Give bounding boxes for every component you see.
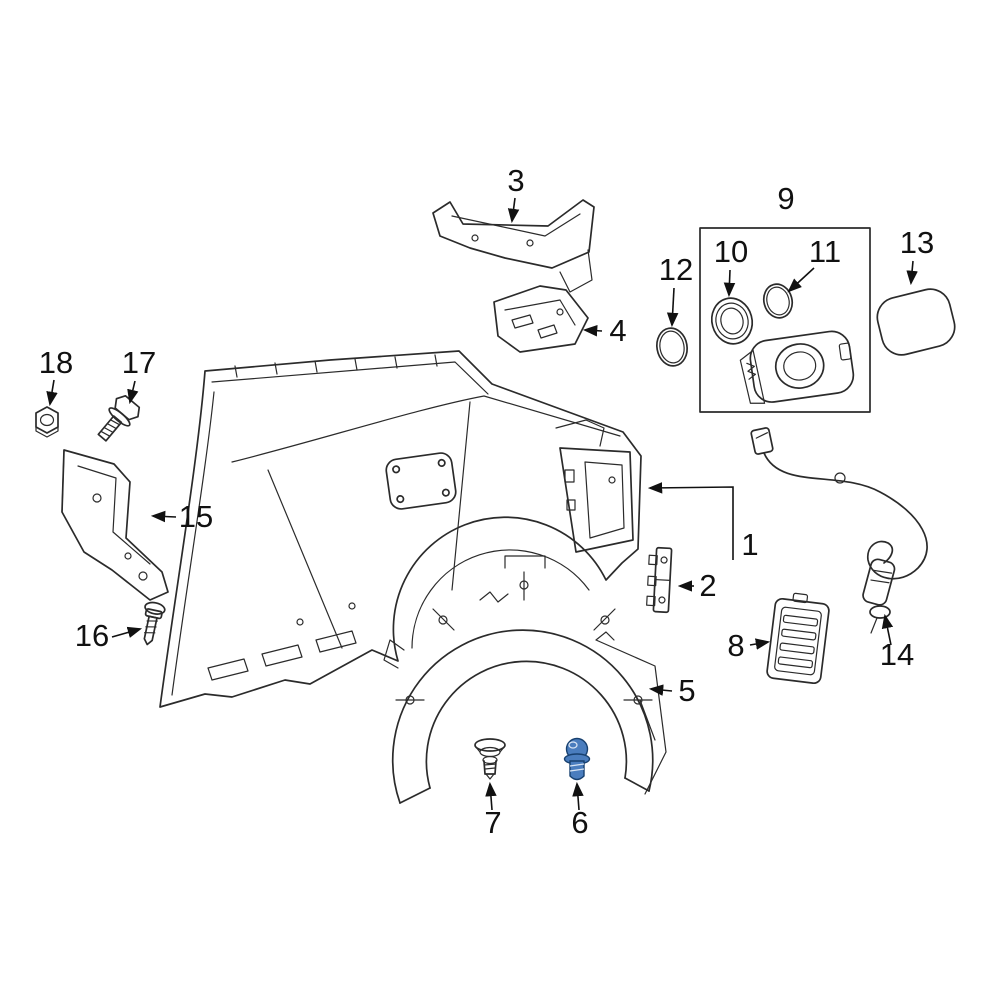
seal-ring-icon — [656, 327, 688, 367]
wheelhouse-liner-icon — [383, 555, 667, 804]
part-label-17: 17 — [122, 345, 156, 380]
leader-16 — [111, 626, 143, 638]
part-label-10: 10 — [714, 234, 748, 269]
extension-panel-icon — [493, 285, 589, 353]
grommet-icon — [710, 297, 754, 345]
leader-10 — [723, 269, 736, 298]
part-label-9: 9 — [777, 181, 794, 216]
part-label-12: 12 — [659, 252, 693, 287]
leader-18 — [46, 379, 58, 407]
part-label-7: 7 — [484, 805, 501, 840]
part-label-5: 5 — [678, 673, 695, 708]
part-label-3: 3 — [507, 163, 524, 198]
leader-12 — [666, 287, 679, 328]
part-label-15: 15 — [179, 499, 213, 534]
protector-pad-icon — [876, 288, 956, 356]
fuel-door-assembly-icon — [699, 227, 871, 413]
group-box — [699, 227, 871, 413]
quarter-panel-icon — [159, 350, 642, 708]
small-bracket-icon — [646, 546, 673, 614]
part-label-16: 16 — [75, 618, 109, 653]
bolt-highlighted-icon — [563, 737, 591, 781]
part-label-4: 4 — [609, 313, 626, 348]
leader-11 — [787, 267, 815, 293]
part-label-6: 6 — [571, 805, 588, 840]
screw-icon — [143, 601, 166, 646]
leader-8 — [749, 638, 771, 650]
vent-panel-icon — [766, 592, 830, 685]
hex-bolt-icon — [97, 394, 141, 442]
part-label-11: 11 — [809, 234, 841, 269]
part-label-18: 18 — [39, 345, 73, 380]
hex-nut-icon — [35, 406, 59, 438]
part-label-1: 1 — [741, 527, 758, 562]
support-bracket-icon — [61, 449, 169, 601]
release-cable-icon — [750, 427, 928, 634]
leader-5 — [648, 684, 673, 696]
seal-ring-icon — [762, 283, 794, 319]
rail-bracket-icon — [432, 199, 595, 293]
leader-13 — [906, 260, 918, 286]
part-label-14: 14 — [880, 637, 914, 672]
clip-icon — [474, 738, 506, 780]
leader-6 — [572, 781, 584, 811]
leader-1 — [647, 482, 734, 560]
leader-15 — [150, 510, 177, 523]
leader-lines — [46, 197, 918, 811]
leader-7 — [485, 781, 497, 811]
part-label-2: 2 — [699, 568, 716, 603]
leader-3 — [507, 197, 520, 224]
part-label-13: 13 — [900, 225, 934, 260]
part-labels: 3 9 10 11 12 13 4 18 17 15 16 1 2 8 14 5… — [39, 163, 934, 840]
leader-4 — [582, 324, 603, 337]
leader-14 — [881, 613, 894, 646]
leader-17 — [127, 380, 139, 405]
part-label-8: 8 — [727, 628, 744, 663]
